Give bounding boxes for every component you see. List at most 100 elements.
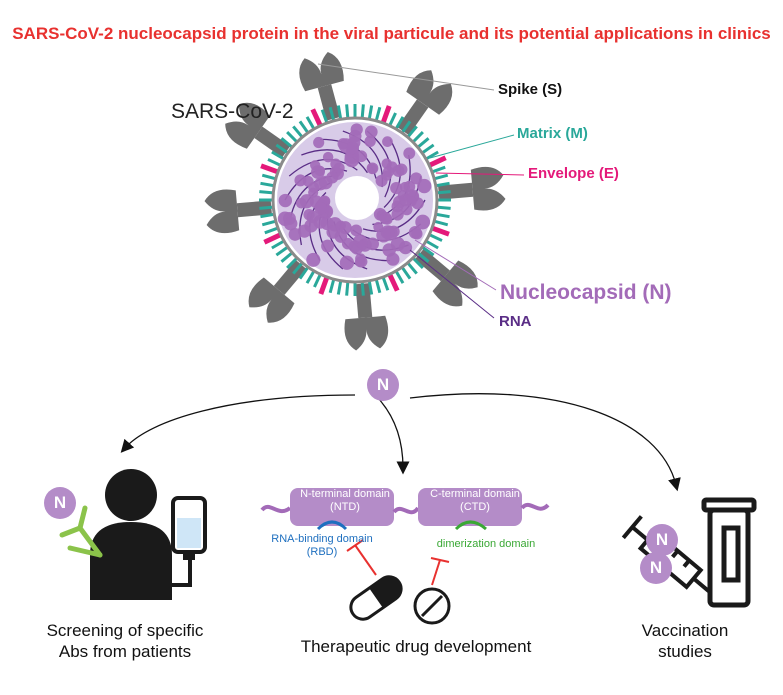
matrix-protein: [271, 150, 285, 161]
envelope-label: Envelope (E): [528, 165, 619, 182]
matrix-protein: [411, 256, 424, 269]
nucleocapsid-protein: [334, 230, 348, 243]
antibody-icon: [59, 505, 103, 558]
matrix-protein: [416, 137, 430, 149]
nucleocapsid-symbol: [367, 369, 399, 401]
nucleocapsid-protein: [350, 224, 363, 237]
matrix-protein: [292, 261, 304, 275]
nucleocapsid-protein: [390, 181, 403, 195]
nucleocapsid-protein: [401, 203, 413, 216]
matrix-protein: [360, 281, 365, 296]
nucleocapsid-proteins: [277, 123, 432, 270]
nucleocapsid-protein: [411, 228, 423, 240]
matrix-protein: [425, 239, 439, 250]
matrix-protein: [367, 280, 374, 295]
nucleocapsid-symbol: [640, 552, 672, 584]
nucleocapsid-label: Nucleocapsid (N): [500, 281, 672, 304]
n-symbol-label: N: [655, 530, 669, 549]
matrix-protein: [436, 205, 451, 210]
matrix-protein: [367, 105, 374, 120]
matrix-protein: [271, 239, 285, 250]
matrix-protein: [261, 219, 277, 227]
nucleocapsid-symbol: [646, 524, 678, 556]
matrix-protein: [286, 256, 299, 269]
nucleocapsid-protein: [346, 141, 360, 155]
matrix-protein: [431, 165, 446, 174]
nucleocapsid-protein: [355, 255, 368, 268]
matrix-protein: [259, 190, 274, 195]
envelope-protein: [380, 105, 392, 124]
matrix-protein: [374, 106, 382, 122]
matrix-protein: [411, 131, 424, 144]
rbd-label: RNA-binding domain (RBD): [271, 533, 373, 558]
matrix-label: Matrix (M): [517, 125, 588, 142]
matrix-protein: [336, 105, 343, 120]
nucleocapsid-protein: [391, 208, 404, 221]
nucleocapsid-protein: [357, 240, 368, 251]
nucleocapsid-protein: [321, 239, 334, 253]
flow-arrows: [120, 393, 681, 492]
nucleocapsid-protein: [308, 187, 319, 198]
capsule-icon: [349, 575, 403, 621]
nucleocapsid-protein: [366, 162, 379, 175]
n-symbol-label: N: [376, 375, 390, 394]
matrix-protein: [328, 278, 336, 294]
nucleocapsid-protein: [313, 136, 325, 149]
nucleocapsid-protein: [364, 135, 376, 148]
inhibition-markers: [346, 539, 450, 586]
nucleocapsid-protein: [382, 136, 393, 147]
matrix-protein: [261, 173, 277, 181]
nucleocapsid-protein: [283, 216, 298, 231]
nucleocapsid-protein: [364, 125, 378, 139]
nucleocapsid-protein: [417, 178, 432, 194]
matrix-protein: [406, 261, 418, 275]
spike-protein: [438, 166, 506, 211]
matrix-protein: [328, 106, 336, 122]
nucleocapsid-protein: [310, 160, 321, 171]
patient-figure: [90, 469, 207, 600]
nucleocapsid-protein: [299, 194, 314, 209]
matrix-protein: [394, 116, 405, 130]
envelope-protein: [263, 232, 282, 245]
envelope-protein: [318, 276, 330, 295]
nucleocapsid-protein: [350, 123, 363, 136]
matrix-protein: [286, 131, 299, 144]
nucleocapsid-protein: [288, 227, 302, 241]
matrix-protein: [313, 273, 322, 288]
matrix-protein: [260, 212, 275, 219]
nucleocapsid-protein: [395, 163, 408, 176]
nucleocapsid-protein: [390, 236, 406, 252]
envelope-protein: [260, 163, 279, 175]
matrix-protein: [320, 109, 329, 124]
therapeutic-label: Therapeutic drug development: [300, 637, 532, 656]
virus-core: [335, 176, 379, 220]
nucleocapsid-protein: [339, 255, 355, 270]
nucleocapsid-protein: [381, 214, 393, 225]
screening-label: Screening of specific Abs from patients: [46, 621, 204, 661]
envelope-protein: [428, 155, 447, 168]
ctd-label: C-terminal domain (CTD): [430, 488, 520, 513]
leader-lines: [317, 63, 525, 319]
matrix-protein: [433, 173, 449, 181]
nucleocapsid-protein: [304, 218, 318, 233]
matrix-protein: [400, 120, 412, 134]
matrix-protein: [305, 116, 316, 130]
matrix-protein: [425, 150, 439, 161]
spike-protein: [299, 52, 344, 121]
matrix-protein: [298, 120, 310, 134]
matrix-protein: [275, 245, 289, 257]
matrix-protein: [259, 205, 274, 210]
n-protein-schematic: [260, 488, 550, 531]
virus-particle: [204, 52, 506, 351]
spike-protein: [204, 189, 272, 234]
ntd-label: N-terminal domain (NTD): [300, 488, 390, 513]
envelope-protein: [387, 273, 400, 292]
matrix-protein: [292, 125, 304, 139]
matrix-protein: [280, 251, 294, 263]
nucleocapsid-protein: [415, 214, 431, 230]
matrix-protein: [267, 158, 282, 167]
nucleocapsid-protein: [314, 177, 328, 191]
matrix-protein: [421, 143, 435, 155]
nucleocapsid-protein: [403, 180, 416, 193]
